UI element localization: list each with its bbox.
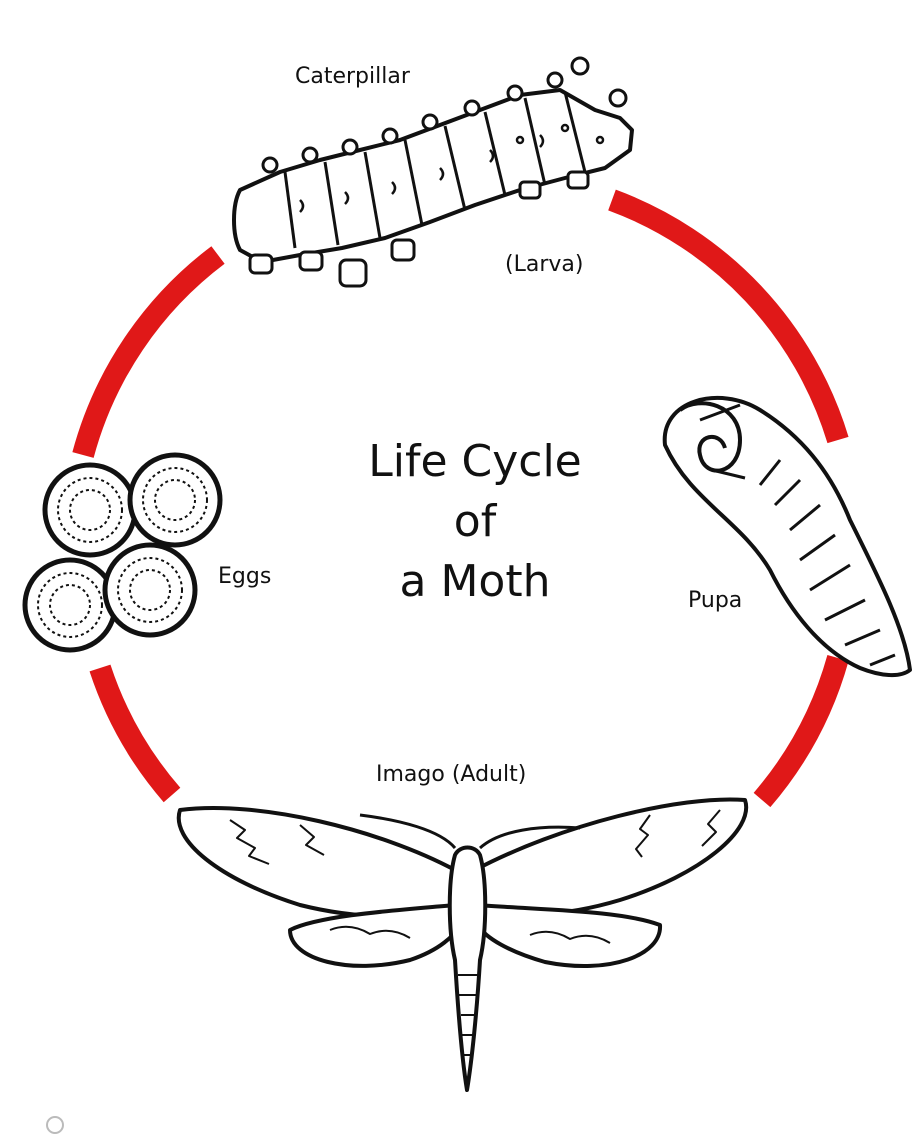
- arrow-eggs-to-larva: [83, 255, 218, 455]
- title-line-3: a Moth: [330, 552, 620, 612]
- eggs-label: Eggs: [218, 564, 271, 589]
- moth-icon: [179, 799, 746, 1090]
- larva-label: (Larva): [505, 252, 583, 277]
- eggs-icon: [25, 455, 220, 650]
- arrow-pupa-to-adult: [762, 658, 838, 800]
- arrow-adult-to-eggs: [100, 668, 172, 795]
- diagram-title: Life Cycle of a Moth: [330, 432, 620, 612]
- caterpillar-label: Caterpillar: [295, 64, 410, 89]
- title-line-2: of: [330, 492, 620, 552]
- title-line-1: Life Cycle: [330, 432, 620, 492]
- pupa-label: Pupa: [688, 588, 742, 613]
- pupa-icon: [665, 398, 910, 675]
- imago-label: Imago (Adult): [376, 762, 526, 787]
- corner-mark-icon: [47, 1117, 63, 1133]
